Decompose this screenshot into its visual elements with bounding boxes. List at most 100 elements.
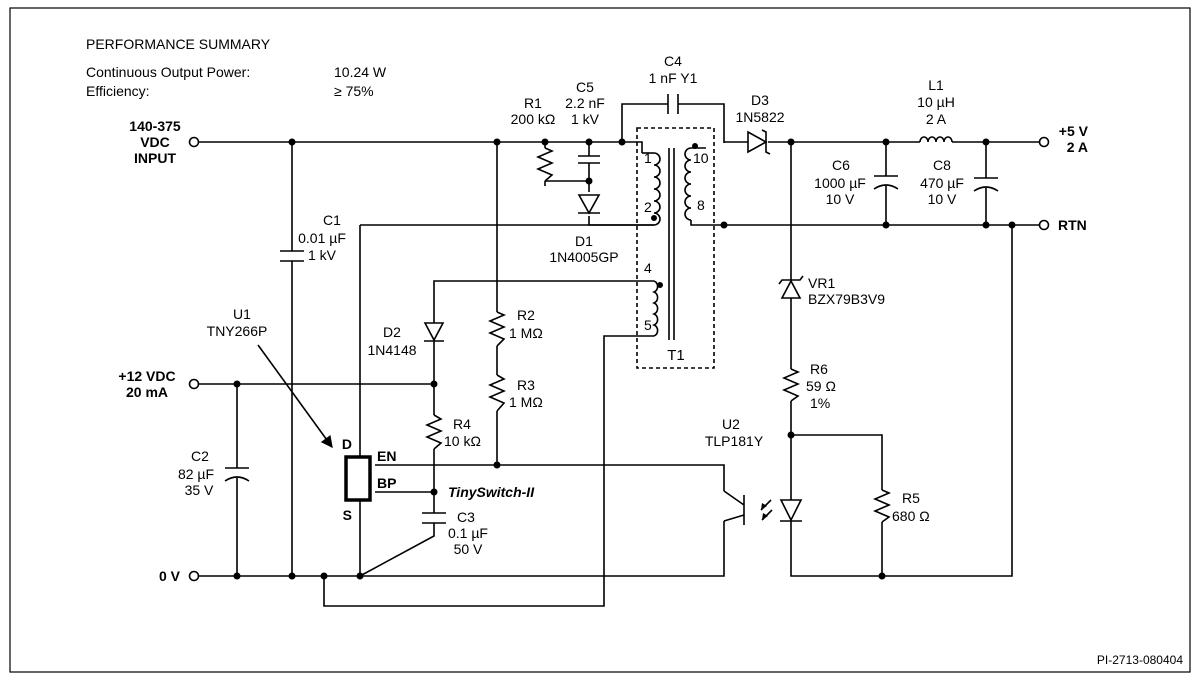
aux-label-1: +12 VDC [118, 368, 175, 384]
c5-rating: 1 kV [571, 111, 600, 127]
input-label-3: INPUT [134, 150, 176, 166]
t1-pin-1: 1 [644, 150, 652, 166]
zero-volt-terminal [188, 570, 200, 582]
d1-ref: D1 [575, 233, 593, 249]
c2-ref: C2 [191, 448, 209, 464]
r3-ref: R3 [517, 377, 535, 393]
capacitor-c2: C2 82 µF 35 V [178, 448, 250, 498]
r5-value: 680 Ω [892, 508, 930, 524]
c6-ref: C6 [832, 157, 850, 173]
output-label-2: 2 A [1067, 139, 1088, 155]
r6-value: 59 Ω [806, 378, 836, 394]
vr1-ref: VR1 [808, 275, 835, 291]
r6-ref: R6 [810, 361, 828, 377]
r3-value: 1 MΩ [509, 394, 543, 410]
u1-pin-d: D [342, 436, 352, 452]
l1-ref: L1 [928, 77, 944, 93]
ic-u1: U1 TNY266P D S EN BP TinySwitch-II [207, 306, 536, 523]
capacitor-c4: C4 1 nF Y1 [649, 53, 698, 114]
d2-ref: D2 [383, 324, 401, 340]
r4-value: 10 kΩ [444, 433, 481, 449]
part-number: PI-2713-080404 [1097, 653, 1183, 667]
c3-value: 0.1 µF [448, 525, 488, 541]
summary-heading: PERFORMANCE SUMMARY [86, 36, 271, 52]
t1-pin-10: 10 [693, 150, 709, 166]
capacitor-c5: C5 2.2 nF 1 kV [565, 79, 605, 164]
d2-value: 1N4148 [367, 342, 416, 358]
c2-value: 82 µF [178, 466, 214, 482]
c3-ref: C3 [457, 509, 475, 525]
l1-rating: 2 A [926, 111, 947, 127]
diode-d2: D2 1N4148 [367, 322, 445, 358]
input-label-1: 140-375 [129, 118, 181, 134]
c4-value: 1 nF Y1 [649, 70, 698, 86]
resistor-r6: R6 59 Ω 1% [781, 361, 836, 411]
capacitor-c3: C3 0.1 µF 50 V [422, 509, 488, 557]
aux-terminal [188, 378, 200, 390]
performance-summary: PERFORMANCE SUMMARY Continuous Output Po… [86, 36, 387, 99]
rtn-terminal [1038, 219, 1050, 231]
c1-ref: C1 [323, 212, 341, 228]
resistor-r5: R5 680 Ω [872, 489, 930, 524]
inductor-l1: L1 10 µH 2 A [917, 77, 955, 143]
output-terminal [1038, 136, 1050, 148]
r4-ref: R4 [453, 416, 471, 432]
capacitor-c6: C6 1000 µF 10 V [814, 157, 899, 207]
u1-body [344, 455, 372, 502]
output-label-1: +5 V [1059, 123, 1089, 139]
chip-family-label: TinySwitch-II [448, 484, 535, 500]
d3-value: 1N5822 [735, 109, 784, 125]
c4-ref: C4 [664, 53, 682, 69]
c5-value: 2.2 nF [565, 95, 605, 111]
u2-value: TLP181Y [705, 433, 764, 449]
l1-value: 10 µH [917, 94, 955, 110]
summary-value-power: 10.24 W [334, 64, 387, 80]
r5-ref: R5 [902, 490, 920, 506]
d3-ref: D3 [751, 92, 769, 108]
resistor-r2: R2 1 MΩ [487, 307, 543, 347]
wires [194, 103, 1040, 607]
capacitor-c1: C1 0.01 µF 1 kV [280, 212, 346, 263]
r1-ref: R1 [524, 95, 542, 111]
summary-label-efficiency: Efficiency: [86, 83, 150, 99]
vr1-value: BZX79B3V9 [808, 291, 885, 307]
aux-label-2: 20 mA [126, 384, 168, 400]
c8-value: 470 µF [920, 175, 964, 191]
resistor-r1: R1 200 kΩ [511, 95, 556, 182]
c6-rating: 10 V [826, 191, 855, 207]
input-terminal [188, 136, 200, 148]
zero-volt-label: 0 V [159, 568, 181, 584]
c3-rating: 50 V [454, 541, 483, 557]
u1-pin-bp: BP [377, 475, 396, 491]
c8-ref: C8 [933, 157, 951, 173]
summary-label-power: Continuous Output Power: [86, 64, 250, 80]
u1-pin-s: S [343, 507, 352, 523]
u1-ref: U1 [233, 306, 251, 322]
transformer-t1: 1 2 4 5 10 8 T1 [636, 127, 715, 369]
r1-value: 200 kΩ [511, 111, 556, 127]
c5-ref: C5 [576, 79, 594, 95]
resistor-r3: R3 1 MΩ [487, 374, 543, 412]
r6-tolerance: 1% [810, 395, 830, 411]
input-label-2: VDC [140, 134, 170, 150]
capacitor-c8: C8 470 µF 10 V [920, 157, 999, 207]
u1-value: TNY266P [207, 323, 268, 339]
t1-pin-4: 4 [644, 260, 652, 276]
t1-ref: T1 [667, 347, 685, 364]
c6-value: 1000 µF [814, 175, 866, 191]
t1-pin-2: 2 [644, 199, 652, 215]
c2-rating: 35 V [185, 482, 214, 498]
c1-rating: 1 kV [308, 247, 337, 263]
u2-ref: U2 [722, 416, 740, 432]
r2-ref: R2 [517, 307, 535, 323]
terminals: 140-375 VDC INPUT +12 VDC 20 mA 0 V +5 V… [118, 118, 1088, 584]
zener-vr1: VR1 BZX79B3V9 [778, 275, 885, 307]
resistor-r4: R4 10 kΩ [424, 414, 481, 450]
optocoupler-u2: U2 TLP181Y [705, 416, 803, 522]
diode-d3: D3 1N5822 [735, 92, 785, 155]
diode-d1: D1 1N4005GP [549, 194, 619, 265]
summary-value-efficiency: ≥ 75% [334, 83, 374, 99]
c1-value: 0.01 µF [298, 230, 346, 246]
